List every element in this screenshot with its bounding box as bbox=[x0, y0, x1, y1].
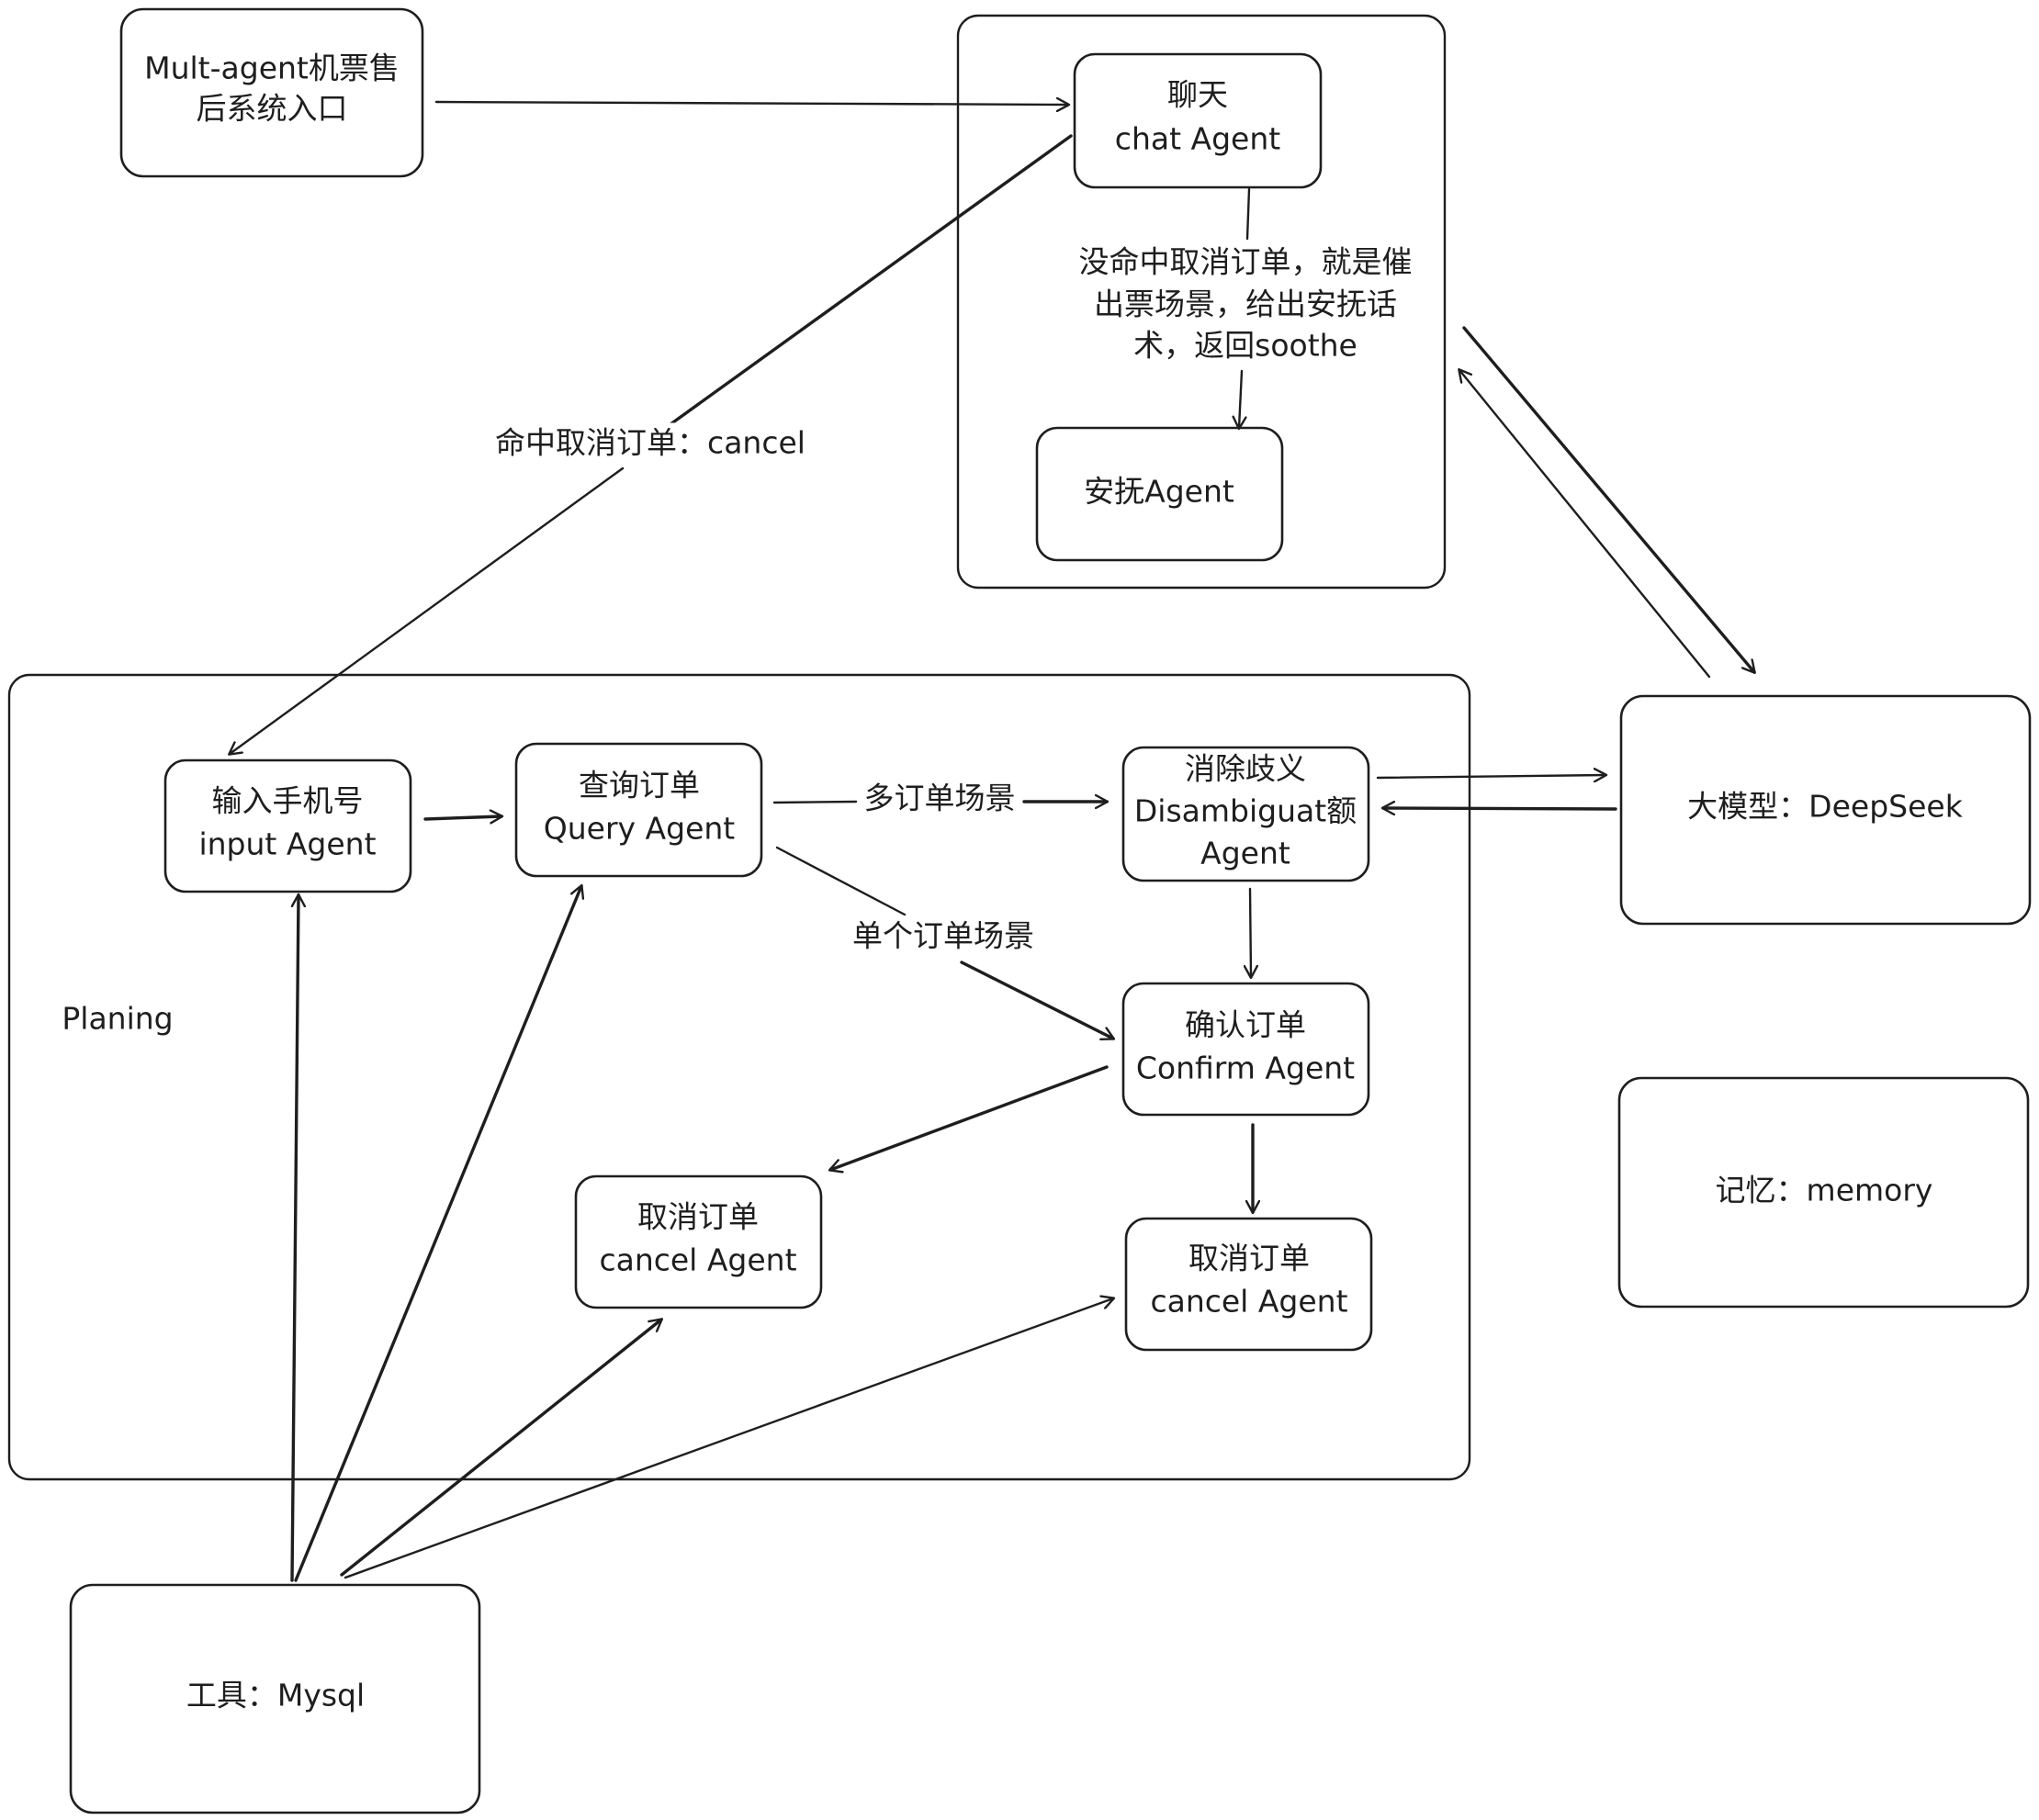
edge-label-query-to-confirm-text: 单个订单场景 bbox=[852, 918, 1034, 954]
edge-chat-to-soothe-top bbox=[1245, 187, 1251, 241]
edge-tool-to-query bbox=[294, 886, 581, 1582]
node-soothe-line-1: 安抚Agent bbox=[1084, 474, 1234, 510]
node-confirm-line-2: Confirm Agent bbox=[1136, 1050, 1355, 1086]
node-input-line-2: input Agent bbox=[198, 826, 376, 862]
node-query-line-2: Query Agent bbox=[544, 811, 736, 847]
node-entry: Mult-agent机票售 后系统入口 bbox=[119, 7, 424, 178]
node-disambiguate-line-3: Agent bbox=[1200, 836, 1290, 871]
node-cancel-agent-left: 取消订单 cancel Agent bbox=[574, 1174, 823, 1309]
edge-label-query-to-confirm: 单个订单场景 bbox=[847, 916, 1040, 956]
node-chat-line-2: chat Agent bbox=[1115, 121, 1280, 157]
edge-input-to-query bbox=[423, 816, 501, 819]
edge-llm-to-chat-group bbox=[1459, 370, 1711, 679]
edge-label-chat-to-soothe-line-2: 出票场景，给出安抚话 bbox=[1094, 286, 1397, 322]
node-cancel-right-line-2: cancel Agent bbox=[1150, 1284, 1347, 1320]
node-cancel-agent-right: 取消订单 cancel Agent bbox=[1124, 1217, 1373, 1352]
node-confirm-agent: 确认订单 Confirm Agent bbox=[1121, 982, 1370, 1117]
edges-layer bbox=[230, 102, 1754, 1582]
node-cancel-left-line-1: 取消订单 bbox=[637, 1199, 759, 1235]
edge-chat-to-soothe-bottom bbox=[1239, 369, 1242, 428]
planning-label: Planing bbox=[62, 1001, 173, 1037]
node-input-agent: 输入手机号 input Agent bbox=[163, 758, 412, 893]
edge-label-chat-to-input: 命中取消订单：cancel bbox=[490, 422, 811, 463]
node-memory-line-1: 记忆：memory bbox=[1716, 1173, 1933, 1208]
node-disambiguate-agent: 消除歧义 Disambiguat额 Agent bbox=[1121, 746, 1370, 882]
edge-chat-group-to-llm bbox=[1462, 326, 1754, 672]
edge-llm-to-disambiguate bbox=[1383, 808, 1617, 809]
edge-chat-to-input-bottom bbox=[230, 466, 625, 754]
node-tool-mysql: 工具：Mysql bbox=[69, 1583, 481, 1814]
edge-label-chat-to-soothe: 没命中取消订单，就是催 出票场景，给出安抚话 术，返回soothe bbox=[1073, 242, 1418, 365]
planning-container bbox=[7, 673, 1471, 1481]
node-disambiguate-line-1: 消除歧义 bbox=[1185, 751, 1306, 787]
edge-entry-to-chat bbox=[434, 102, 1068, 105]
node-entry-line-2: 后系统入口 bbox=[197, 91, 348, 127]
node-input-line-1: 输入手机号 bbox=[212, 783, 364, 819]
edge-label-query-to-disambiguate-text: 多订单场景 bbox=[864, 781, 1016, 816]
node-llm-deepseek: 大模型：DeepSeek bbox=[1619, 694, 2032, 926]
edge-label-query-to-disambiguate: 多订单场景 bbox=[858, 778, 1021, 818]
node-cancel-right-line-1: 取消订单 bbox=[1188, 1241, 1310, 1276]
edge-tool-to-cancel-left bbox=[340, 1320, 661, 1577]
edge-query-to-confirm-top bbox=[775, 846, 907, 916]
node-chat-line-1: 聊天 bbox=[1167, 77, 1228, 113]
node-cancel-left-line-2: cancel Agent bbox=[599, 1242, 796, 1278]
edge-tool-to-input bbox=[290, 895, 299, 1582]
edge-confirm-to-cancel-left bbox=[830, 1065, 1109, 1170]
node-entry-line-1: Mult-agent机票售 bbox=[144, 51, 400, 86]
edge-chat-to-input-top bbox=[669, 134, 1073, 426]
edge-label-chat-to-soothe-line-3: 术，返回soothe bbox=[1133, 328, 1357, 364]
node-query-agent: 查询订单 Query Agent bbox=[514, 742, 763, 878]
edge-disambiguate-to-llm bbox=[1376, 775, 1605, 778]
node-memory: 记忆：memory bbox=[1617, 1076, 2030, 1309]
node-query-line-1: 查询订单 bbox=[579, 768, 700, 803]
chat-group-container bbox=[956, 14, 1447, 590]
edge-label-chat-to-input-text: 命中取消订单：cancel bbox=[495, 425, 805, 461]
edge-tool-to-cancel-right bbox=[344, 1298, 1113, 1579]
node-chat-agent: 聊天 chat Agent bbox=[1073, 52, 1323, 189]
node-confirm-line-1: 确认订单 bbox=[1185, 1007, 1306, 1043]
edge-label-chat-to-soothe-line-1: 没命中取消订单，就是催 bbox=[1079, 244, 1413, 280]
edge-query-to-confirm-bottom bbox=[960, 961, 1113, 1039]
node-llm-line-1: 大模型：DeepSeek bbox=[1687, 789, 1964, 825]
node-soothe-agent: 安抚Agent bbox=[1035, 426, 1284, 562]
node-tool-line-1: 工具：Mysql bbox=[186, 1678, 365, 1713]
edge-query-to-disambiguate-left bbox=[772, 800, 858, 804]
node-disambiguate-line-2: Disambiguat额 bbox=[1134, 793, 1357, 829]
edge-disambiguate-to-confirm bbox=[1250, 887, 1251, 977]
